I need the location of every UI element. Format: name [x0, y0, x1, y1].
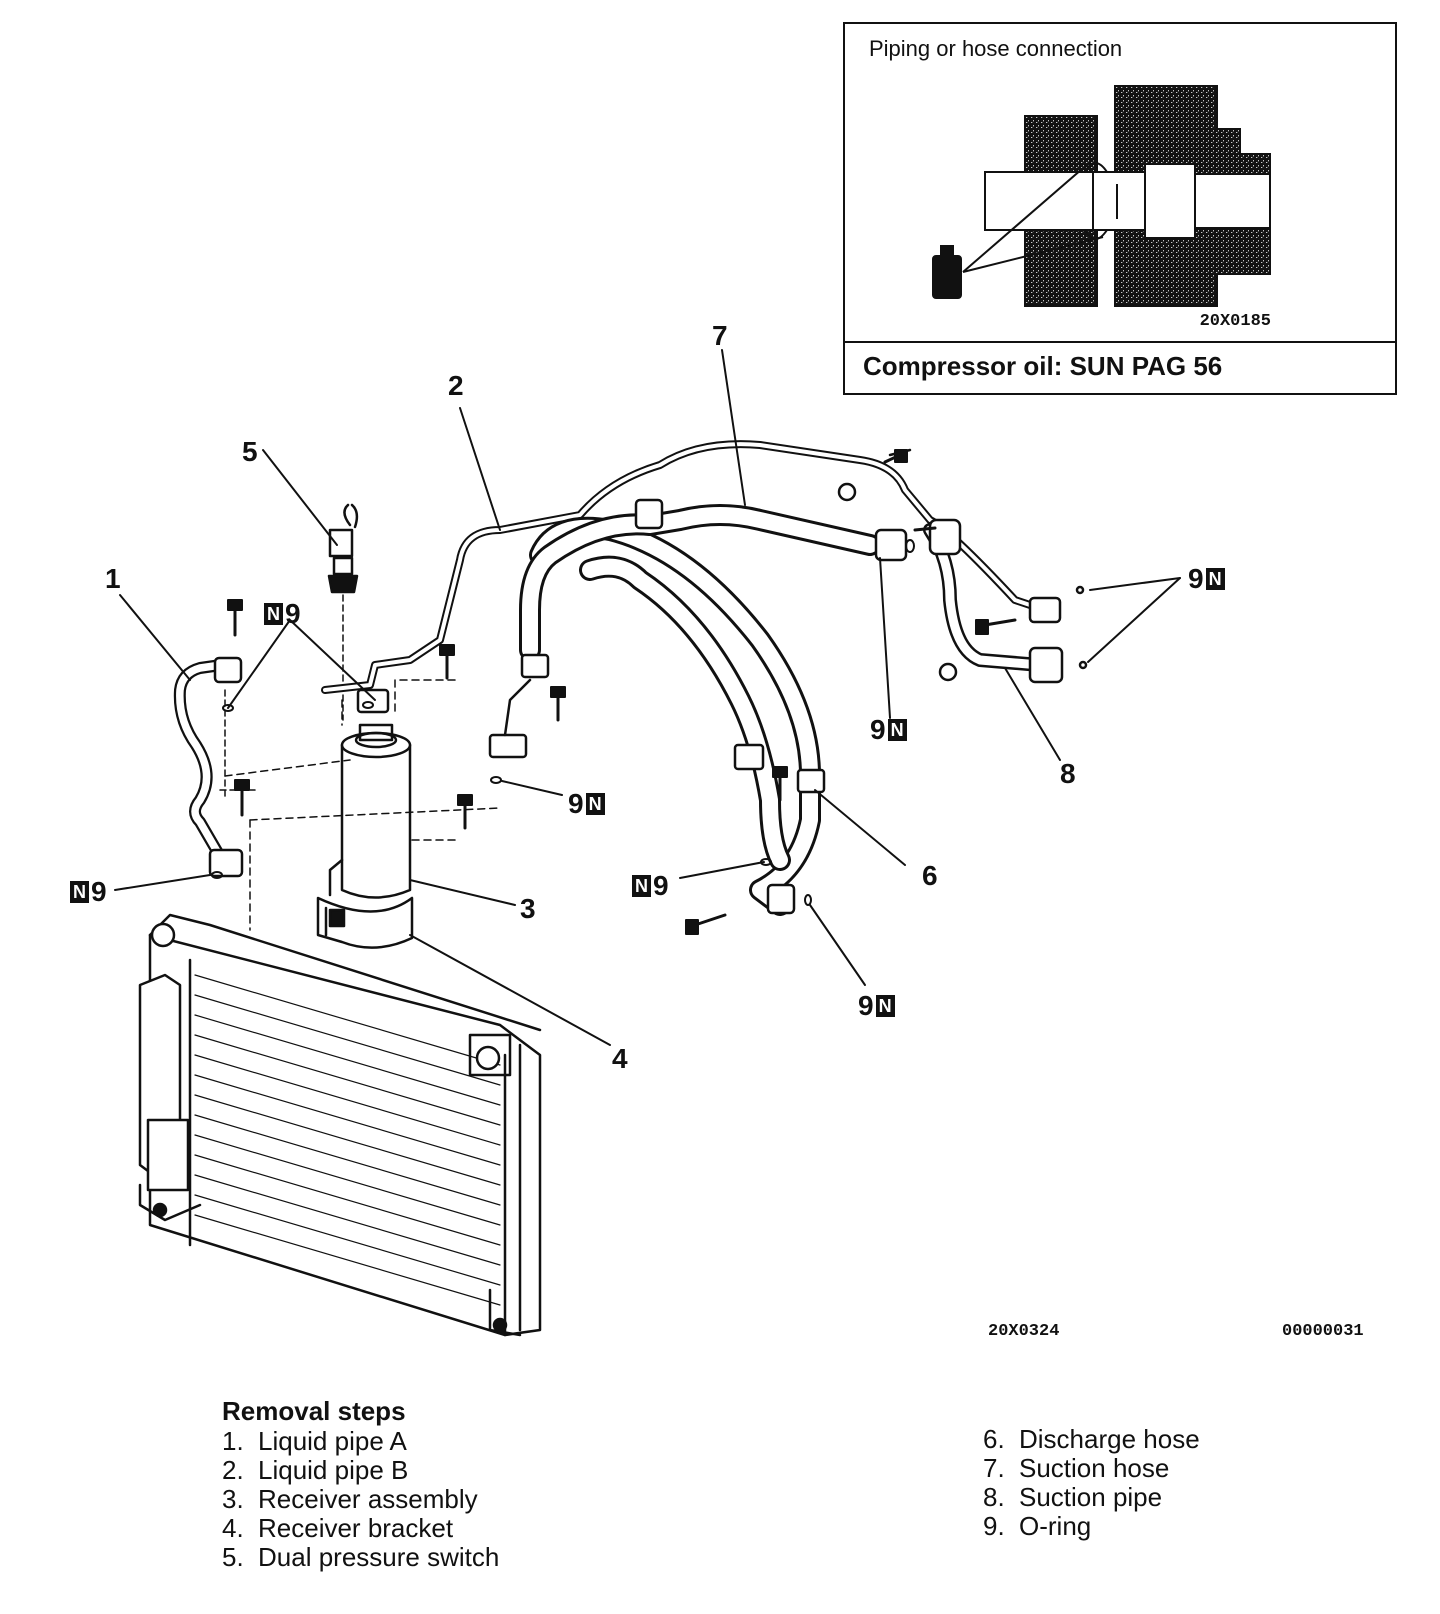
compressor-oil-spec: Compressor oil: SUN PAG 56	[863, 351, 1223, 381]
step-text: O-ring	[1019, 1511, 1092, 1541]
callout-3: 3	[520, 893, 536, 924]
step-text: Liquid pipe B	[258, 1455, 409, 1485]
figure-code: 20X0324	[988, 1322, 1060, 1341]
inset-footer: Compressor oil: SUN PAG 56	[845, 341, 1395, 393]
step-text: Suction hose	[1019, 1453, 1170, 1483]
step-number: 5.	[222, 1542, 244, 1572]
step-number: 9.	[983, 1511, 1005, 1541]
o-ring-marks	[211, 539, 915, 906]
n-mark-badge: N	[1205, 568, 1225, 590]
liquid-pipe-a	[173, 656, 256, 878]
oring-number: 9	[1188, 563, 1204, 594]
suction-hose	[488, 482, 908, 871]
step-number: 8.	[983, 1482, 1005, 1512]
oring-number: 9	[653, 870, 669, 901]
oring-number: 9	[568, 788, 584, 819]
step-text: Receiver assembly	[258, 1484, 478, 1514]
n-mark-badge: N	[875, 995, 895, 1017]
callout-6: 6	[922, 860, 938, 891]
removal-step: 5. Dual pressure switch	[222, 1543, 499, 1572]
removal-steps-right: 6. Discharge hose 7. Suction hose 8. Suctio…	[983, 1425, 1200, 1541]
callout-7: 7	[712, 320, 728, 351]
leader-lines	[114, 349, 1181, 1046]
receiver-bracket	[316, 858, 414, 949]
n-mark-badge: N	[70, 881, 89, 903]
oring-number: 9	[285, 598, 301, 629]
step-number: 4.	[222, 1513, 244, 1543]
inset-piping-connection: Piping or hose connection 20X0185 Compre…	[843, 22, 1397, 395]
step-number: 1.	[222, 1426, 244, 1456]
callout-4: 4	[612, 1043, 628, 1074]
step-number: 3.	[222, 1484, 244, 1514]
removal-step: 9. O-ring	[983, 1512, 1200, 1541]
callout-2: 2	[448, 370, 464, 401]
suction-pipe	[923, 518, 1088, 684]
inset-code: 20X0185	[1199, 312, 1271, 331]
oring-number: 9	[858, 990, 874, 1021]
page-code: 00000031	[1282, 1322, 1364, 1341]
removal-step: 7. Suction hose	[983, 1454, 1200, 1483]
inset-title: Piping or hose connection	[869, 36, 1123, 61]
callout-8: 8	[1060, 758, 1076, 789]
removal-step: 3. Receiver assembly	[222, 1485, 499, 1514]
removal-step: 1. Liquid pipe A	[222, 1427, 499, 1456]
removal-step: 4. Receiver bracket	[222, 1514, 499, 1543]
dual-pressure-switch	[327, 503, 359, 721]
callout-1: 1	[105, 563, 121, 594]
step-text: Suction pipe	[1019, 1482, 1163, 1512]
receiver-assembly	[340, 723, 412, 899]
step-number: 2.	[222, 1455, 244, 1485]
inset-connection-drawing	[932, 85, 1271, 307]
n-mark-badge: N	[264, 603, 283, 625]
n-mark-badge: N	[632, 875, 651, 897]
step-text: Liquid pipe A	[258, 1426, 407, 1456]
oring-number: 9	[91, 876, 107, 907]
step-number: 6.	[983, 1424, 1005, 1454]
removal-step: 8. Suction pipe	[983, 1483, 1200, 1512]
removal-step: 6. Discharge hose	[983, 1425, 1200, 1454]
step-text: Discharge hose	[1019, 1424, 1200, 1454]
condenser	[138, 913, 542, 1337]
step-number: 7.	[983, 1453, 1005, 1483]
step-text: Receiver bracket	[258, 1513, 454, 1543]
n-mark-badge: N	[887, 719, 907, 741]
guide-lines	[224, 679, 501, 931]
n-mark-badge: N	[585, 793, 605, 815]
step-text: Dual pressure switch	[258, 1542, 500, 1572]
removal-steps-left: 1. Liquid pipe A 2. Liquid pipe B 3. Receiv…	[222, 1427, 499, 1572]
removal-step: 2. Liquid pipe B	[222, 1456, 499, 1485]
removal-steps-title: Removal steps	[222, 1396, 406, 1426]
bolts	[227, 449, 1017, 935]
callout-5: 5	[242, 436, 258, 467]
oring-number: 9	[870, 714, 886, 745]
